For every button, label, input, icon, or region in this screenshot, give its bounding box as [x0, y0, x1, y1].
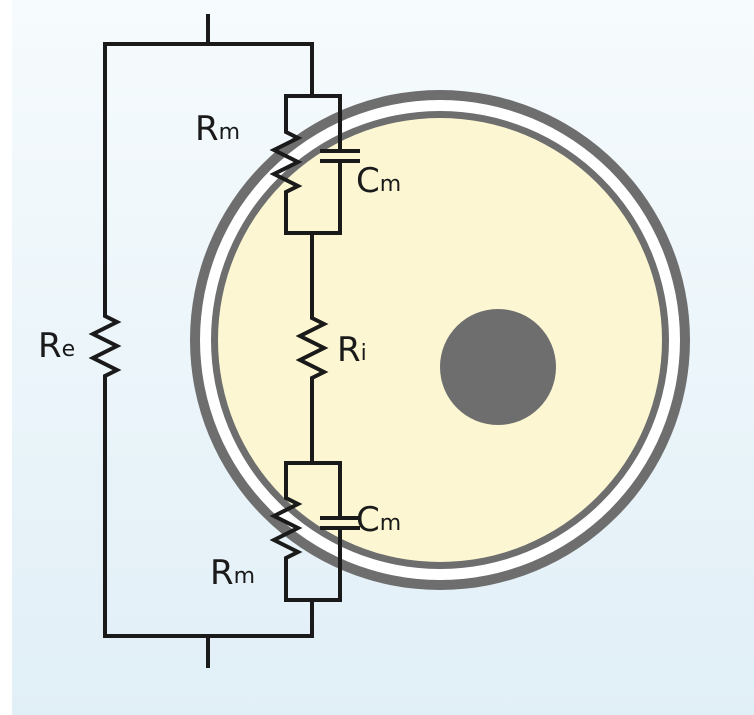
label-re: Re [38, 326, 75, 366]
bottom-rm-branch [269, 461, 342, 602]
bottom-wire [103, 598, 314, 638]
re-resistor [88, 42, 122, 638]
ri-resistor [295, 231, 329, 465]
nucleus [440, 309, 556, 425]
label-ri: Ri [337, 330, 367, 370]
top-wire [103, 42, 314, 98]
label-bottom-rm: Rm [210, 553, 255, 593]
top-rm-branch [269, 94, 342, 235]
cytoplasm [218, 118, 662, 562]
cell [190, 90, 690, 590]
label-bottom-cm: Cm [356, 500, 401, 540]
label-top-cm: Cm [356, 161, 401, 201]
circuit [88, 14, 360, 668]
label-top-rm: Rm [195, 109, 240, 149]
